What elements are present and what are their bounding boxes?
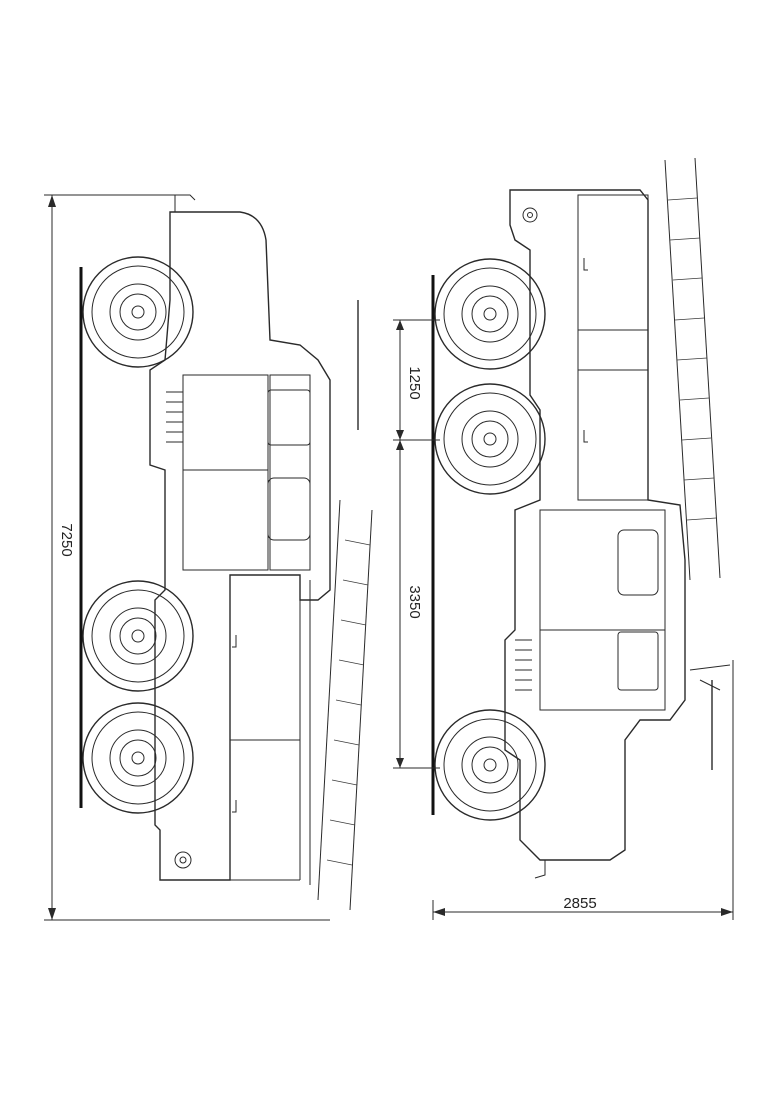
side-view-right: 1250 3350 2855: [393, 157, 734, 920]
dimension-overall-length: 7250: [44, 194, 330, 921]
ladder-right: [664, 157, 721, 581]
wheel-right-front: [434, 258, 546, 370]
wheel-right-rear: [434, 709, 546, 821]
wheel-left-rear: [82, 702, 194, 814]
side-view-left: 7250: [44, 194, 373, 921]
grille-right: [515, 639, 532, 691]
wheelbase-label: 3350: [406, 585, 423, 618]
wheel-right-middle: [434, 383, 546, 495]
wheel-left-front: [82, 256, 194, 368]
overall-length-label: 7250: [58, 523, 75, 556]
ladder-left: [317, 499, 373, 911]
vehicle-body-left: [149, 194, 373, 911]
grille-left: [166, 391, 183, 443]
dimension-axle-spacing: 1250 3350: [393, 319, 440, 769]
dimension-overall-width: 2855: [432, 660, 734, 920]
overall-width-label: 2855: [563, 895, 596, 912]
wheel-left-middle: [82, 580, 194, 692]
axle-spacing-label: 1250: [406, 366, 423, 399]
vehicle-body-right: [504, 157, 731, 879]
